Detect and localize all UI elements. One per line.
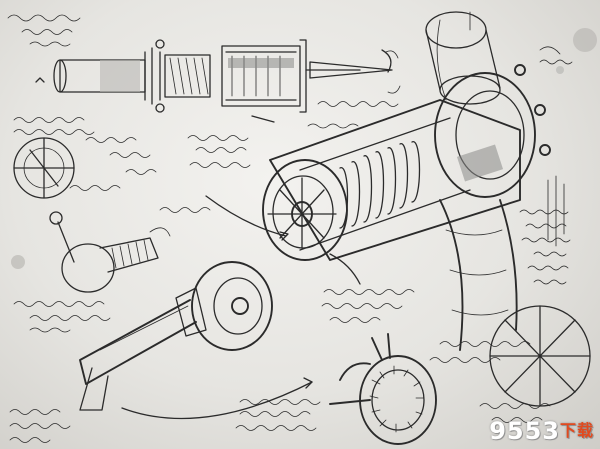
gauge-sketch: [13, 137, 75, 199]
screw-gear-sketch: [49, 211, 171, 293]
watermark-number: 9553: [489, 417, 560, 445]
watermark-suffix: 下载: [559, 421, 594, 440]
site-watermark: 9553下载: [489, 417, 594, 445]
pipe-assembly-sketch: [79, 261, 273, 411]
cylinder-sketch: [425, 11, 561, 105]
pipe-segment-sketch: [53, 39, 211, 113]
compass-diagram-sketch: [489, 305, 591, 407]
cog-disc-sketch: [329, 333, 437, 445]
annotation-arrows: [35, 49, 392, 420]
piston-spear-sketch: [221, 39, 401, 113]
handwritten-notes: [7, 14, 573, 443]
blaster-main-body: [262, 64, 551, 351]
